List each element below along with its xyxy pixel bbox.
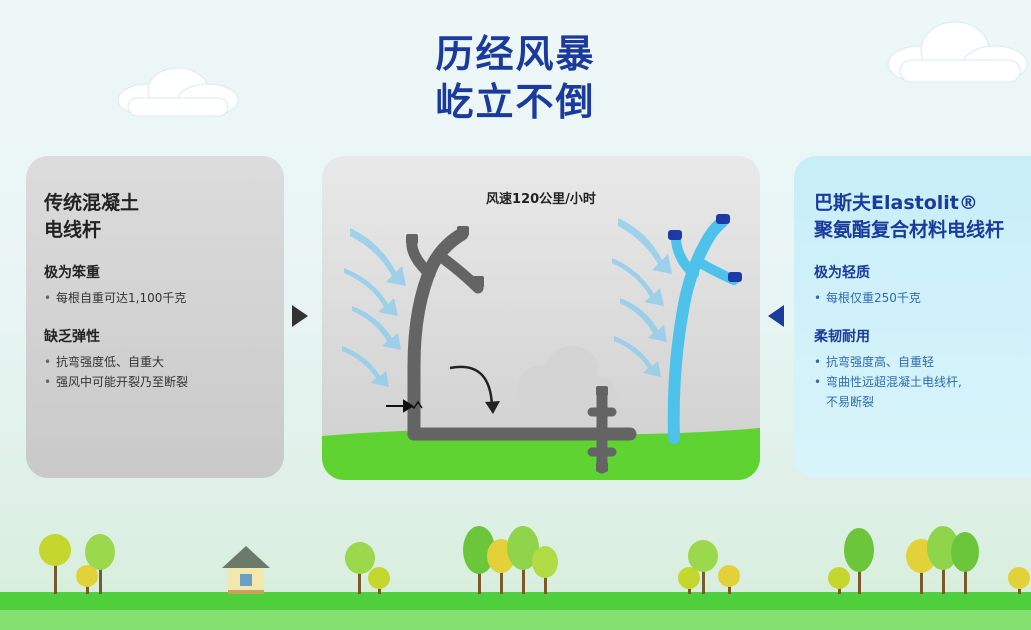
wind-arrow-icon bbox=[342, 228, 406, 387]
tree-icon bbox=[951, 532, 979, 594]
concrete-section-title: 缺乏弹性 bbox=[44, 329, 100, 345]
wind-speed-label: 风速120公里/小时 bbox=[486, 192, 596, 207]
tree-icon bbox=[678, 567, 700, 594]
page-title: 历经风暴 屹立不倒 bbox=[0, 30, 1031, 126]
composite-section-list: 每根仅重250千克 bbox=[814, 288, 1031, 308]
curved-arrow-icon bbox=[449, 365, 494, 407]
composite-pole-card: 巴斯夫Elastolit® 聚氨酯复合材料电线杆 极为轻质 每根仅重250千克 … bbox=[794, 156, 1031, 478]
concrete-section-list: 抗弯强度低、自重大 强风中可能开裂乃至断裂 bbox=[44, 352, 264, 392]
concrete-pole-card: 传统混凝土 电线杆 极为笨重 每根自重可达1,100千克 缺乏弹性 抗弯强度低、… bbox=[26, 156, 284, 478]
bullet-item: 强风中可能开裂乃至断裂 bbox=[44, 372, 264, 392]
tree-icon bbox=[76, 565, 98, 594]
tree-icon bbox=[345, 542, 375, 594]
tree-icon bbox=[688, 540, 718, 594]
composite-section-list: 抗弯强度高、自重轻 弯曲性远超混凝土电线杆, 不易断裂 bbox=[814, 352, 1031, 412]
tree-icon bbox=[85, 534, 115, 594]
tree-icon bbox=[463, 526, 495, 594]
concrete-pole-icon bbox=[406, 227, 637, 474]
bullet-item: 每根自重可达1,100千克 bbox=[44, 288, 264, 308]
composite-card-heading: 巴斯夫Elastolit® 聚氨酯复合材料电线杆 bbox=[814, 192, 1005, 241]
bullet-item: 抗弯强度高、自重轻 bbox=[814, 352, 1031, 372]
crack-arrow-icon bbox=[386, 399, 423, 413]
composite-pole-icon bbox=[667, 216, 739, 444]
bullet-item: 弯曲性远超混凝土电线杆, 不易断裂 bbox=[814, 372, 1031, 412]
tree-icon bbox=[718, 565, 740, 594]
tree-icon bbox=[39, 534, 71, 594]
grass-ground bbox=[322, 428, 760, 480]
tree-icon bbox=[507, 526, 539, 594]
concrete-card-heading: 传统混凝土 电线杆 bbox=[44, 192, 140, 241]
tree-icon bbox=[1008, 567, 1030, 594]
storm-illustration-card: 风速120公里/小时 bbox=[322, 156, 760, 480]
concrete-section-title: 极为笨重 bbox=[44, 265, 100, 281]
tree-icon bbox=[828, 567, 850, 594]
wind-arrow-icon bbox=[612, 218, 672, 377]
tree-icon bbox=[906, 539, 936, 594]
ground-strip bbox=[0, 592, 1031, 630]
tree-icon bbox=[532, 546, 558, 594]
composite-section-title: 极为轻质 bbox=[814, 265, 870, 281]
title-line-2: 屹立不倒 bbox=[435, 80, 596, 124]
title-line-1: 历经风暴 bbox=[435, 32, 596, 76]
tree-icon bbox=[927, 526, 959, 594]
composite-section-title: 柔韧耐用 bbox=[814, 329, 870, 345]
bullet-item: 每根仅重250千克 bbox=[814, 288, 1031, 308]
cloud-icon bbox=[887, 21, 1028, 83]
pointer-triangle-icon bbox=[292, 305, 308, 327]
house-icon bbox=[222, 546, 270, 594]
tree-icon bbox=[487, 539, 515, 594]
concrete-section-list: 每根自重可达1,100千克 bbox=[44, 288, 264, 308]
storm-illustration bbox=[322, 214, 760, 480]
tree-icon bbox=[368, 567, 390, 594]
cloud-icon bbox=[117, 67, 239, 117]
pointer-triangle-icon bbox=[768, 305, 784, 327]
tree-icon bbox=[844, 528, 874, 594]
bullet-item: 抗弯强度低、自重大 bbox=[44, 352, 264, 372]
